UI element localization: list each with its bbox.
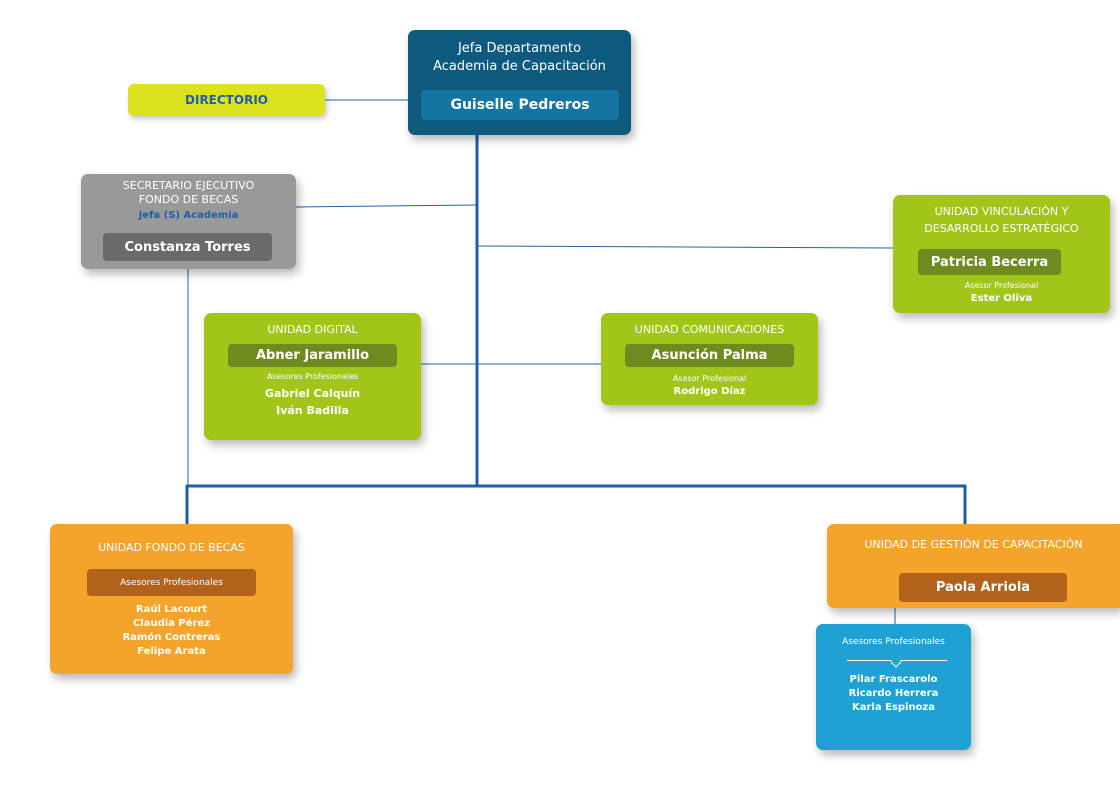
asesores-gestion-box: Asesores Profesionales Pilar Frascarolo …	[816, 624, 971, 750]
secretario-subtitle: Jefa (S) Academia	[138, 210, 239, 221]
secretario-title-line1: SECRETARIO EJECUTIVO	[122, 179, 255, 192]
directorio-box: DIRECTORIO	[128, 84, 325, 116]
asesores-gestion-title: Asesores Profesionales	[842, 637, 945, 647]
digital-member-2: Iván Badilla	[276, 404, 349, 417]
secretario-title-line2: FONDO DE BECAS	[138, 193, 239, 206]
comunicaciones-member: Rodrigo Díaz	[673, 386, 746, 397]
asesores-gestion-member-3: Karla Espinoza	[851, 702, 935, 713]
comunicaciones-title: UNIDAD COMUNICACIONES	[634, 323, 785, 336]
vinculacion-box: UNIDAD VINCULACIÓN Y DESARROLLO ESTRATÉG…	[893, 195, 1110, 313]
digital-box: UNIDAD DIGITAL Abner Jaramillo Asesores …	[204, 313, 421, 440]
gestion-title: UNIDAD DE GESTIÓN DE CAPACITACIÓN	[864, 538, 1083, 551]
vinculacion-role: Asesor Profesional	[964, 281, 1039, 290]
secretario-name-pill: Constanza Torres	[103, 233, 272, 261]
vinculacion-title-line2: DESARROLLO ESTRATÉGICO	[924, 222, 1079, 235]
head-name-pill: Guiselle Pedreros	[421, 90, 619, 120]
fondo-becas-role-pill: Asesores Profesionales	[87, 569, 256, 596]
asesores-gestion-member-2: Ricardo Herrera	[848, 688, 939, 699]
head-box: Jefa Departamento Academia de Capacitaci…	[408, 30, 631, 135]
comunicaciones-box: UNIDAD COMUNICACIONES Asunción Palma Ase…	[601, 313, 818, 405]
head-title-line2: Academia de Capacitación	[433, 59, 606, 74]
vinculacion-title-line1: UNIDAD VINCULACIÓN Y	[934, 205, 1069, 218]
digital-name-pill: Abner Jaramillo	[228, 344, 397, 367]
fondo-becas-member-2: Claudia Pérez	[132, 618, 211, 629]
divider-chevron-icon	[890, 656, 902, 668]
digital-title: UNIDAD DIGITAL	[267, 323, 358, 336]
fondo-becas-member-3: Ramón Contreras	[122, 632, 221, 643]
comunicaciones-name-pill: Asunción Palma	[625, 344, 794, 367]
head-title-line1: Jefa Departamento	[457, 41, 582, 56]
digital-member-1: Gabriel Calquín	[264, 387, 361, 400]
asesores-gestion-member-1: Pilar Frascarolo	[849, 674, 938, 685]
fondo-becas-member-4: Felipe Arata	[137, 646, 206, 657]
fondo-becas-member-1: Raúl Lacourt	[135, 604, 208, 615]
comunicaciones-role: Asesor Profesional	[672, 374, 747, 383]
gestion-name-pill: Paola Arriola	[899, 573, 1067, 602]
vinculacion-name-pill: Patricia Becerra	[918, 249, 1061, 275]
gestion-box: UNIDAD DE GESTIÓN DE CAPACITACIÓN Paola …	[827, 524, 1120, 608]
secretario-box: SECRETARIO EJECUTIVO FONDO DE BECAS Jefa…	[81, 174, 296, 269]
digital-role: Asesores Profesionales	[266, 372, 359, 381]
connector-secretario	[295, 204, 478, 208]
fondo-becas-box: UNIDAD FONDO DE BECAS Asesores Profesion…	[50, 524, 293, 674]
fondo-becas-title: UNIDAD FONDO DE BECAS	[98, 541, 245, 554]
connector-vinculacion	[476, 245, 894, 249]
vinculacion-member: Ester Oliva	[970, 293, 1033, 304]
